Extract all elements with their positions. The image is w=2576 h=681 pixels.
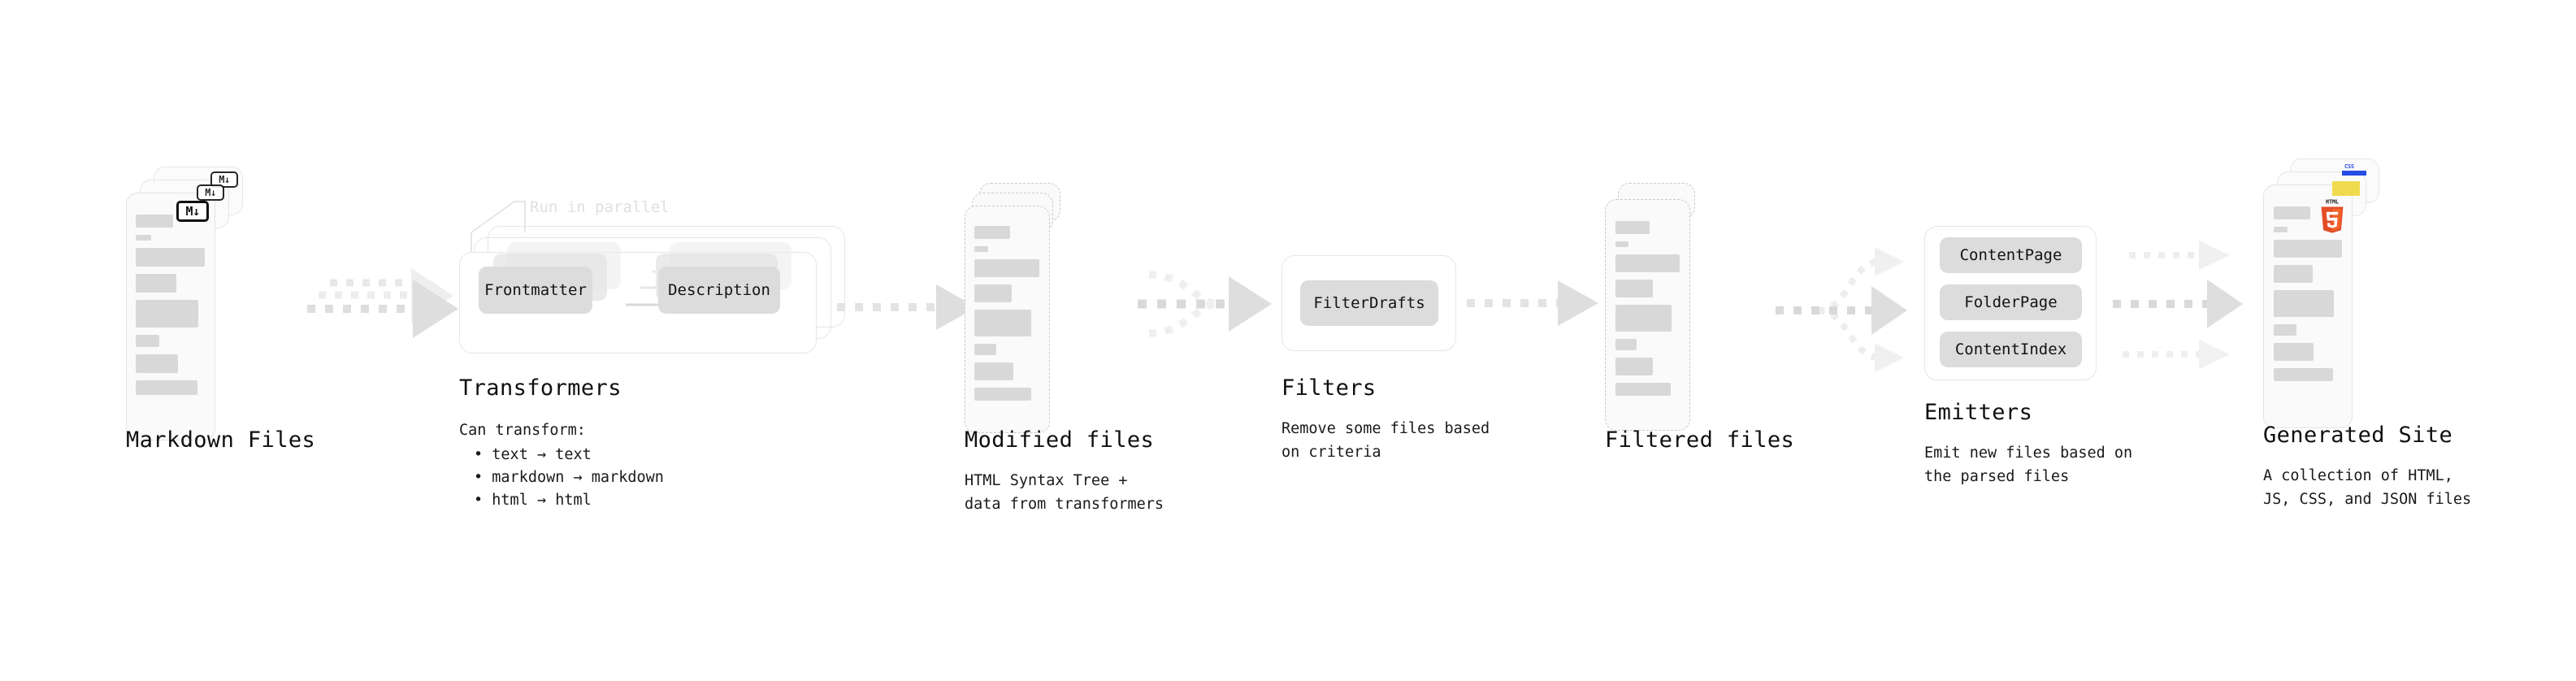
emitters-subcaption-line-2: the parsed files bbox=[1924, 468, 2070, 485]
markdown-files-caption: Markdown Files bbox=[126, 427, 316, 453]
markdown-badge-back-2: M↓ bbox=[210, 171, 238, 188]
modified-files-subcaption-line-1: HTML Syntax Tree + bbox=[965, 472, 1128, 489]
markdown-badge: M↓ bbox=[176, 201, 209, 222]
transformer-pill-frontmatter[interactable]: Frontmatter bbox=[479, 267, 592, 314]
transformer-pill-description[interactable]: Description bbox=[658, 267, 780, 314]
arrow-markdown-to-transformers bbox=[307, 268, 458, 338]
emitters-caption: Emitters bbox=[1924, 400, 2033, 425]
transformers-caption: Transformers bbox=[459, 375, 622, 401]
arrow-transformers-to-modified bbox=[837, 284, 977, 330]
filtered-files-caption: Filtered files bbox=[1605, 427, 1795, 453]
filtered-placeholder-lines bbox=[1615, 221, 1680, 403]
transformers-bullet-0: • text → text bbox=[474, 443, 592, 467]
filters-caption: Filters bbox=[1281, 375, 1377, 401]
emitters-subcaption-line-1: Emit new files based on bbox=[1924, 445, 2133, 462]
emitters-pill-contentindex[interactable]: ContentIndex bbox=[1940, 332, 2082, 367]
filters-subcaption-line-1: Remove some files based bbox=[1281, 420, 1490, 437]
emitters-pill-folderpage[interactable]: FolderPage bbox=[1940, 284, 2082, 320]
transformers-subheading: Can transform: bbox=[459, 422, 586, 439]
transformers-bullet-text-2: • html → html bbox=[474, 492, 592, 509]
markdown-placeholder-lines bbox=[136, 215, 206, 402]
run-in-parallel-label: Run in parallel bbox=[530, 198, 670, 216]
arrow-emitters-to-generated bbox=[2113, 241, 2243, 369]
arrow-modified-to-filters bbox=[1138, 271, 1272, 337]
modified-files-subcaption-line-2: data from transformers bbox=[965, 496, 1164, 513]
run-in-parallel-leader bbox=[471, 201, 526, 252]
generated-site-subcaption-line-2: JS, CSS, and JSON files bbox=[2263, 491, 2472, 508]
modified-sheet-front bbox=[965, 206, 1050, 433]
svg-text:HTML: HTML bbox=[2326, 199, 2339, 206]
markdown-sheet-front bbox=[126, 193, 215, 440]
emitters-pill-contentpage[interactable]: ContentPage bbox=[1940, 237, 2082, 273]
transformers-bullet-text-1: • markdown → markdown bbox=[474, 469, 664, 486]
generated-site-subcaption-line-1: A collection of HTML, bbox=[2263, 467, 2453, 484]
generated-placeholder-lines bbox=[2274, 206, 2343, 388]
modified-placeholder-lines bbox=[974, 226, 1040, 408]
transformers-bullet-text-0: • text → text bbox=[474, 446, 592, 463]
filters-pill-filterdrafts[interactable]: FilterDrafts bbox=[1300, 280, 1438, 326]
arrow-filtered-to-emitters bbox=[1776, 247, 1907, 372]
filtered-sheet-front bbox=[1605, 199, 1690, 431]
filters-subcaption-line-2: on criteria bbox=[1281, 444, 1381, 461]
markdown-badge-back-1: M↓ bbox=[197, 184, 224, 201]
transformers-bullet-1: • markdown → markdown bbox=[474, 466, 664, 490]
js-badge bbox=[2332, 181, 2360, 196]
css-badge-label: CSS bbox=[2344, 163, 2354, 170]
arrow-filters-to-filtered bbox=[1467, 280, 1598, 326]
css-badge bbox=[2342, 171, 2366, 176]
html5-badge: HTML bbox=[2321, 199, 2344, 233]
generated-sheet-front bbox=[2263, 184, 2353, 428]
generated-site-caption: Generated Site bbox=[2263, 423, 2453, 448]
transformers-bullet-2: • html → html bbox=[474, 488, 592, 513]
modified-files-caption: Modified files bbox=[965, 427, 1155, 453]
